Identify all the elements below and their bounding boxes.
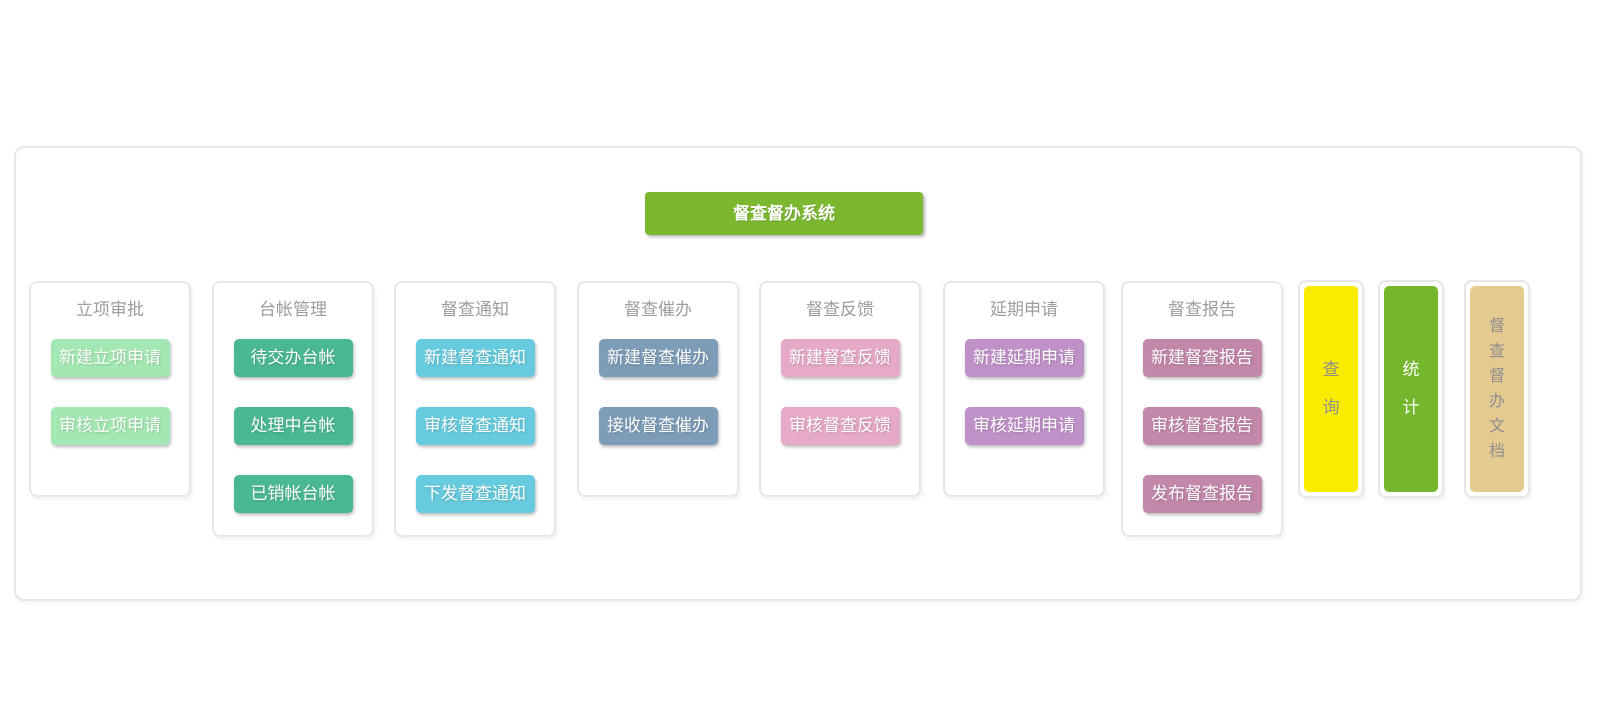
category-card-supervision-notice: 督查通知 新建督查通知 审核督查通知 下发督查通知 — [394, 281, 556, 537]
new-reminder-button[interactable]: 新建督查催办 — [598, 339, 718, 377]
query-button[interactable]: 查询 — [1304, 286, 1358, 492]
category-header-supervision-report: 督查报告 — [1168, 300, 1236, 319]
review-extension-button[interactable]: 审核延期申请 — [964, 407, 1084, 445]
system-title-button[interactable]: 督查督办系统 — [645, 192, 923, 235]
review-feedback-button[interactable]: 审核督查反馈 — [780, 407, 900, 445]
category-header-supervision-reminder: 督查催办 — [624, 300, 692, 319]
statistics-button[interactable]: 统计 — [1384, 286, 1438, 492]
category-card-ledger-management: 台帐管理 待交办台帐 处理中台帐 已销帐台帐 — [212, 281, 374, 537]
processing-ledger-button[interactable]: 处理中台帐 — [233, 407, 353, 445]
statistics-bar-card: 统计 — [1378, 280, 1444, 498]
category-card-project-approval: 立项审批 新建立项申请 审核立项申请 — [29, 281, 191, 497]
review-project-application-button[interactable]: 审核立项申请 — [50, 407, 170, 445]
category-header-ledger-management: 台帐管理 — [259, 300, 327, 319]
receive-reminder-button[interactable]: 接收督查催办 — [598, 407, 718, 445]
new-feedback-button[interactable]: 新建督查反馈 — [780, 339, 900, 377]
category-header-supervision-feedback: 督查反馈 — [806, 300, 874, 319]
statistics-button-label: 统计 — [1402, 360, 1420, 417]
category-card-extension-request: 延期申请 新建延期申请 审核延期申请 — [943, 281, 1105, 497]
main-panel: 督查督办系统 立项审批 新建立项申请 审核立项申请 台帐管理 待交办台帐 处理中… — [14, 146, 1582, 601]
publish-report-button[interactable]: 发布督查报告 — [1142, 475, 1262, 513]
review-report-button[interactable]: 审核督查报告 — [1142, 407, 1262, 445]
issue-notice-button[interactable]: 下发督查通知 — [415, 475, 535, 513]
query-bar-card: 查询 — [1298, 280, 1364, 498]
review-notice-button[interactable]: 审核督查通知 — [415, 407, 535, 445]
pending-ledger-button[interactable]: 待交办台帐 — [233, 339, 353, 377]
category-header-extension-request: 延期申请 — [990, 300, 1058, 319]
category-card-supervision-report: 督查报告 新建督查报告 审核督查报告 发布督查报告 — [1121, 281, 1283, 537]
supervision-docs-button[interactable]: 督查督办文档 — [1470, 286, 1524, 492]
new-report-button[interactable]: 新建督查报告 — [1142, 339, 1262, 377]
new-extension-button[interactable]: 新建延期申请 — [964, 339, 1084, 377]
category-card-supervision-feedback: 督查反馈 新建督查反馈 审核督查反馈 — [759, 281, 921, 497]
supervision-docs-button-label: 督查督办文档 — [1488, 318, 1505, 460]
new-project-application-button[interactable]: 新建立项申请 — [50, 339, 170, 377]
query-button-label: 查询 — [1322, 360, 1340, 417]
new-notice-button[interactable]: 新建督查通知 — [415, 339, 535, 377]
category-header-supervision-notice: 督查通知 — [441, 300, 509, 319]
category-header-project-approval: 立项审批 — [76, 300, 144, 319]
category-card-supervision-reminder: 督查催办 新建督查催办 接收督查催办 — [577, 281, 739, 497]
supervision-docs-bar-card: 督查督办文档 — [1464, 280, 1530, 498]
closed-ledger-button[interactable]: 已销帐台帐 — [233, 475, 353, 513]
